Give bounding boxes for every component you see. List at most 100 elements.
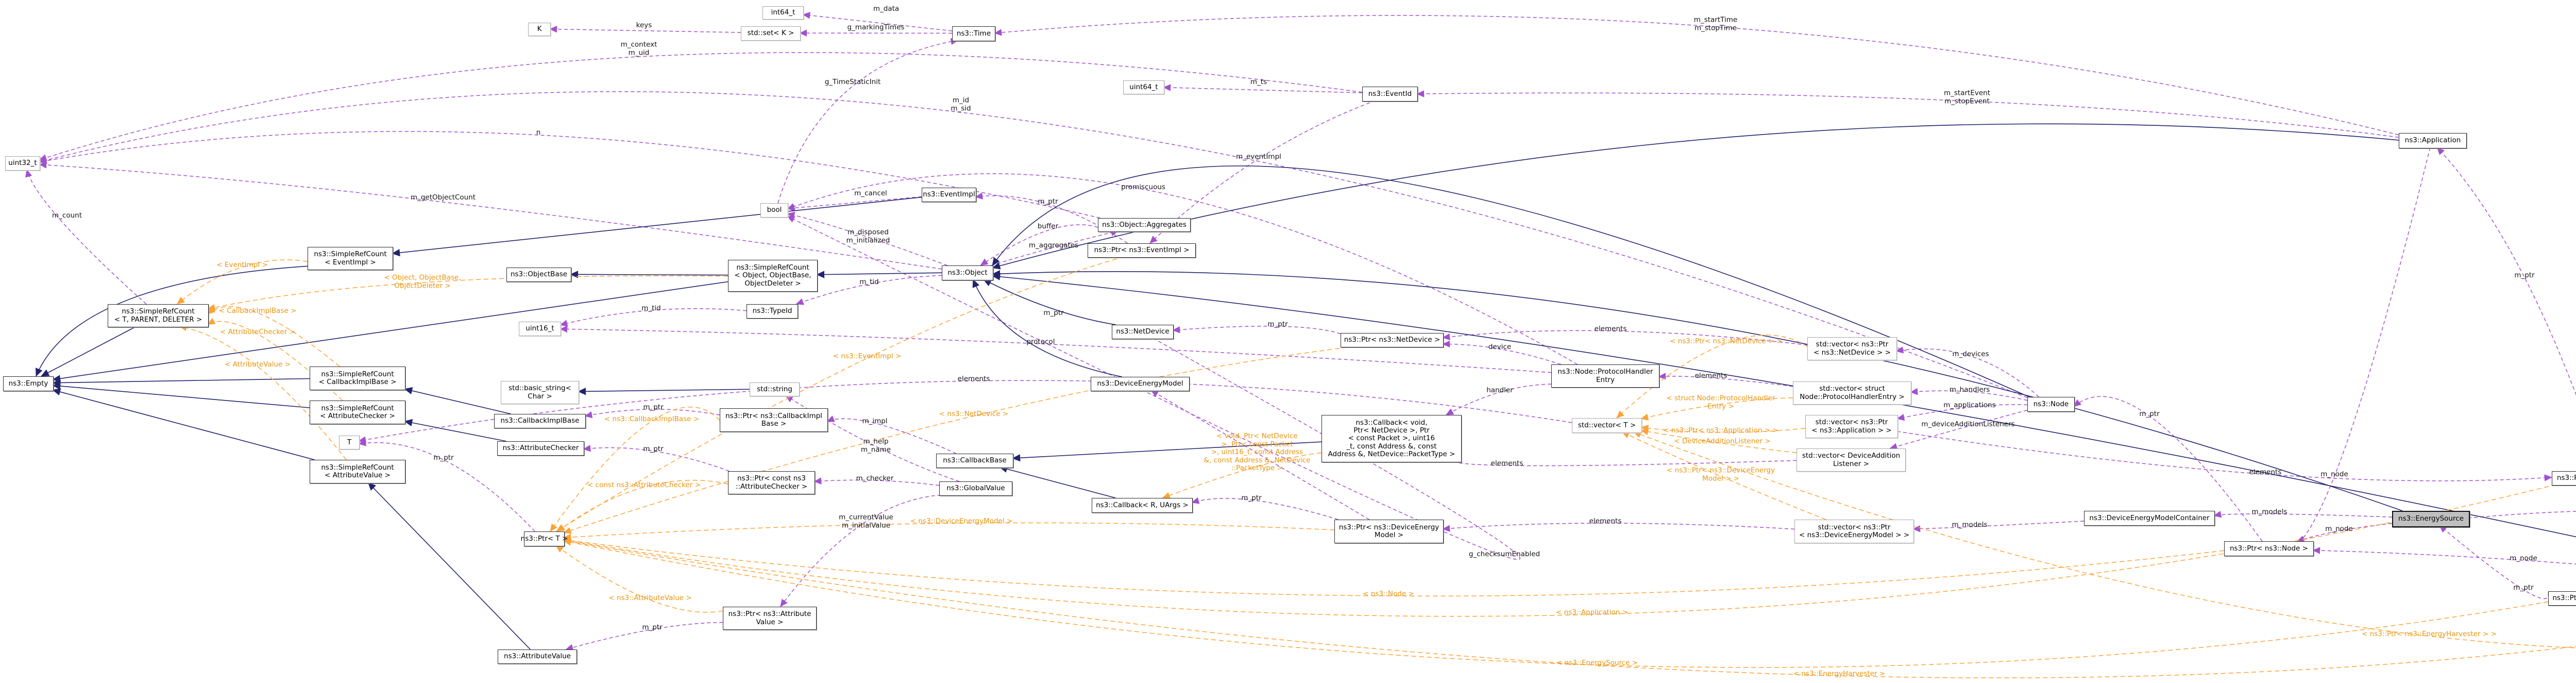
class-node-label: ns3::Ptr< ns3::EventImpl > xyxy=(1094,246,1190,255)
member-edge xyxy=(549,25,741,33)
class-node-typeid[interactable]: ns3::TypeId xyxy=(747,304,798,319)
class-node-ptr_eventimpl[interactable]: ns3::Ptr< ns3::EventImpl > xyxy=(1088,243,1196,258)
class-node-label: Listener > xyxy=(1833,459,1869,468)
class-node-empty[interactable]: ns3::Empty xyxy=(3,376,54,391)
inherit-edge xyxy=(570,271,728,278)
member-edge xyxy=(787,212,947,266)
template-edge xyxy=(563,538,2576,678)
class-node-bool[interactable]: bool xyxy=(760,203,788,218)
template-edge xyxy=(207,306,340,367)
class-node-src_av[interactable]: ns3::SimpleRefCount< AttributeValue > xyxy=(310,460,405,484)
class-node-ptr_es[interactable]: ns3::Ptr< ns3::EnergySource > xyxy=(2548,591,2576,606)
class-node-bigcallback[interactable]: ns3::Callback< void,Ptr< NetDevice >, Pt… xyxy=(1321,415,1462,462)
class-node-src_tpd[interactable]: ns3::SimpleRefCount< T, PARENT, DELETER … xyxy=(108,304,209,327)
template-edge xyxy=(1640,428,1797,453)
class-node-label: < T, PARENT, DELETER > xyxy=(114,315,202,324)
class-node-label: Char > xyxy=(528,392,552,401)
class-node-int64_t[interactable]: int64_t xyxy=(762,6,804,20)
member-edge xyxy=(1912,521,2084,532)
inherit-edge xyxy=(36,265,308,377)
inherit-edge xyxy=(578,388,750,395)
class-node-set_k[interactable]: std::set< K > xyxy=(741,26,801,41)
class-node-T[interactable]: T xyxy=(339,436,360,449)
class-node-time[interactable]: ns3::Time xyxy=(952,26,995,41)
class-node-label: ns3::Ptr< const ns3 xyxy=(737,474,806,483)
class-node-label: Entry xyxy=(1596,375,1615,384)
class-node-ptr_const_ac[interactable]: ns3::Ptr< const ns3::AttributeChecker > xyxy=(728,471,815,494)
class-node-ptr_t[interactable]: ns3::Ptr< T > xyxy=(521,531,568,546)
class-node-netdevice[interactable]: ns3::NetDevice xyxy=(1112,325,1174,339)
class-node-attrchecker[interactable]: ns3::AttributeChecker xyxy=(497,441,584,456)
class-node-ptr_netdevice[interactable]: ns3::Ptr< ns3::NetDevice > xyxy=(1341,333,1444,347)
class-node-src_eventimpl[interactable]: ns3::SimpleRefCount< EventImpl > xyxy=(308,247,393,270)
class-node-basic_string[interactable]: std::basic_string<Char > xyxy=(501,381,579,404)
class-node-ptr_node[interactable]: ns3::Ptr< ns3::Node > xyxy=(2224,541,2314,556)
class-node-vec_t[interactable]: std::vector< T > xyxy=(1572,418,1642,433)
class-node-vec_ptr_dem[interactable]: std::vector< ns3::Ptr< ns3::DeviceEnergy… xyxy=(1794,520,1914,543)
class-node-vec_ptr_nd[interactable]: std::vector< ns3::Ptr< ns3::NetDevice > … xyxy=(1807,337,1897,360)
class-node-label: ns3::SimpleRefCount xyxy=(736,263,809,272)
class-node-src_cib[interactable]: ns3::SimpleRefCount< CallbackImplBase > xyxy=(310,367,405,390)
class-node-objectbase[interactable]: ns3::ObjectBase xyxy=(506,268,571,282)
template-edge xyxy=(563,539,2549,668)
class-node-label: ns3::SimpleRefCount xyxy=(314,250,387,259)
class-node-label: _t, const Address &, const xyxy=(1346,442,1437,451)
class-node-callback_r[interactable]: ns3::Callback< R, UArgs > xyxy=(1092,498,1193,513)
class-node-aggregates[interactable]: ns3::Object::Aggregates xyxy=(1098,218,1191,232)
class-node-src_ac[interactable]: ns3::SimpleRefCount< AttributeChecker > xyxy=(310,401,405,424)
member-edge xyxy=(584,409,720,419)
class-node-eventimpl[interactable]: ns3::EventImpl xyxy=(922,188,976,202)
class-node-eventid[interactable]: ns3::EventId xyxy=(1362,87,1418,102)
class-node-K[interactable]: K xyxy=(528,23,551,36)
class-node-object[interactable]: ns3::Object xyxy=(942,265,993,280)
member-edge xyxy=(1416,90,2399,138)
class-node-label: ns3::NetDevice xyxy=(1116,327,1170,336)
member-edge xyxy=(2274,147,2431,551)
class-node-demc[interactable]: ns3::DeviceEnergyModelContainer xyxy=(2084,511,2215,526)
class-node-globalvalue[interactable]: ns3::GlobalValue xyxy=(939,481,1012,496)
template-edge xyxy=(563,537,2225,597)
class-node-ptr_app[interactable]: ns3::Ptr< ns3::Application > xyxy=(2552,471,2576,486)
member-edge xyxy=(2073,396,2263,542)
class-node-label: Value > xyxy=(756,618,784,626)
template-edge xyxy=(179,324,347,460)
class-node-energysource[interactable]: ns3::EnergySource xyxy=(2392,511,2470,527)
class-node-uint32_t[interactable]: uint32_t xyxy=(5,156,40,171)
class-node-label: < ns3::Application > > xyxy=(1811,426,1892,435)
member-edge xyxy=(826,415,957,454)
class-node-label: K xyxy=(537,25,542,34)
class-node-label: < AttributeValue > xyxy=(325,471,391,479)
class-node-dem[interactable]: ns3::DeviceEnergyModel xyxy=(1091,377,1190,391)
class-node-callbackbase[interactable]: ns3::CallbackBase xyxy=(936,454,1013,468)
class-node-label: < EventImpl > xyxy=(325,258,376,266)
template-edge xyxy=(550,406,720,532)
class-node-string[interactable]: std::string xyxy=(750,382,800,396)
class-node-label: ns3::Callback< void, xyxy=(1355,419,1428,427)
class-node-label: ns3::Ptr< ns3::Attribute xyxy=(728,610,811,619)
member-edge xyxy=(802,12,953,31)
class-node-node[interactable]: ns3::Node xyxy=(2027,397,2075,412)
class-node-attrvalue[interactable]: ns3::AttributeValue xyxy=(498,649,577,664)
class-node-uint16_t[interactable]: uint16_t xyxy=(519,322,561,336)
class-node-application[interactable]: ns3::Application xyxy=(2399,133,2467,148)
class-node-uint64_t[interactable]: uint64_t xyxy=(1123,80,1164,94)
member-edge xyxy=(1446,384,1552,415)
member-edge xyxy=(1442,330,1808,346)
class-node-label: < const Packet >, uint16 xyxy=(1348,434,1435,443)
class-node-vec_ptr_app[interactable]: std::vector< ns3::Ptr< ns3::Application … xyxy=(1805,415,1898,438)
member-edge xyxy=(565,622,723,651)
class-node-label: ns3::SimpleRefCount xyxy=(321,404,394,412)
inherit-edge xyxy=(999,465,1116,498)
class-node-cib[interactable]: ns3::CallbackImplBase xyxy=(494,414,586,428)
class-node-label: ns3::DeviceEnergyModel xyxy=(1097,379,1183,388)
class-node-label: ns3::DeviceEnergyModelContainer xyxy=(2089,513,2210,522)
class-node-label: ns3::Object::Aggregates xyxy=(1102,220,1187,229)
class-node-src_object[interactable]: ns3::SimpleRefCount< Object, ObjectBase,… xyxy=(728,260,818,292)
